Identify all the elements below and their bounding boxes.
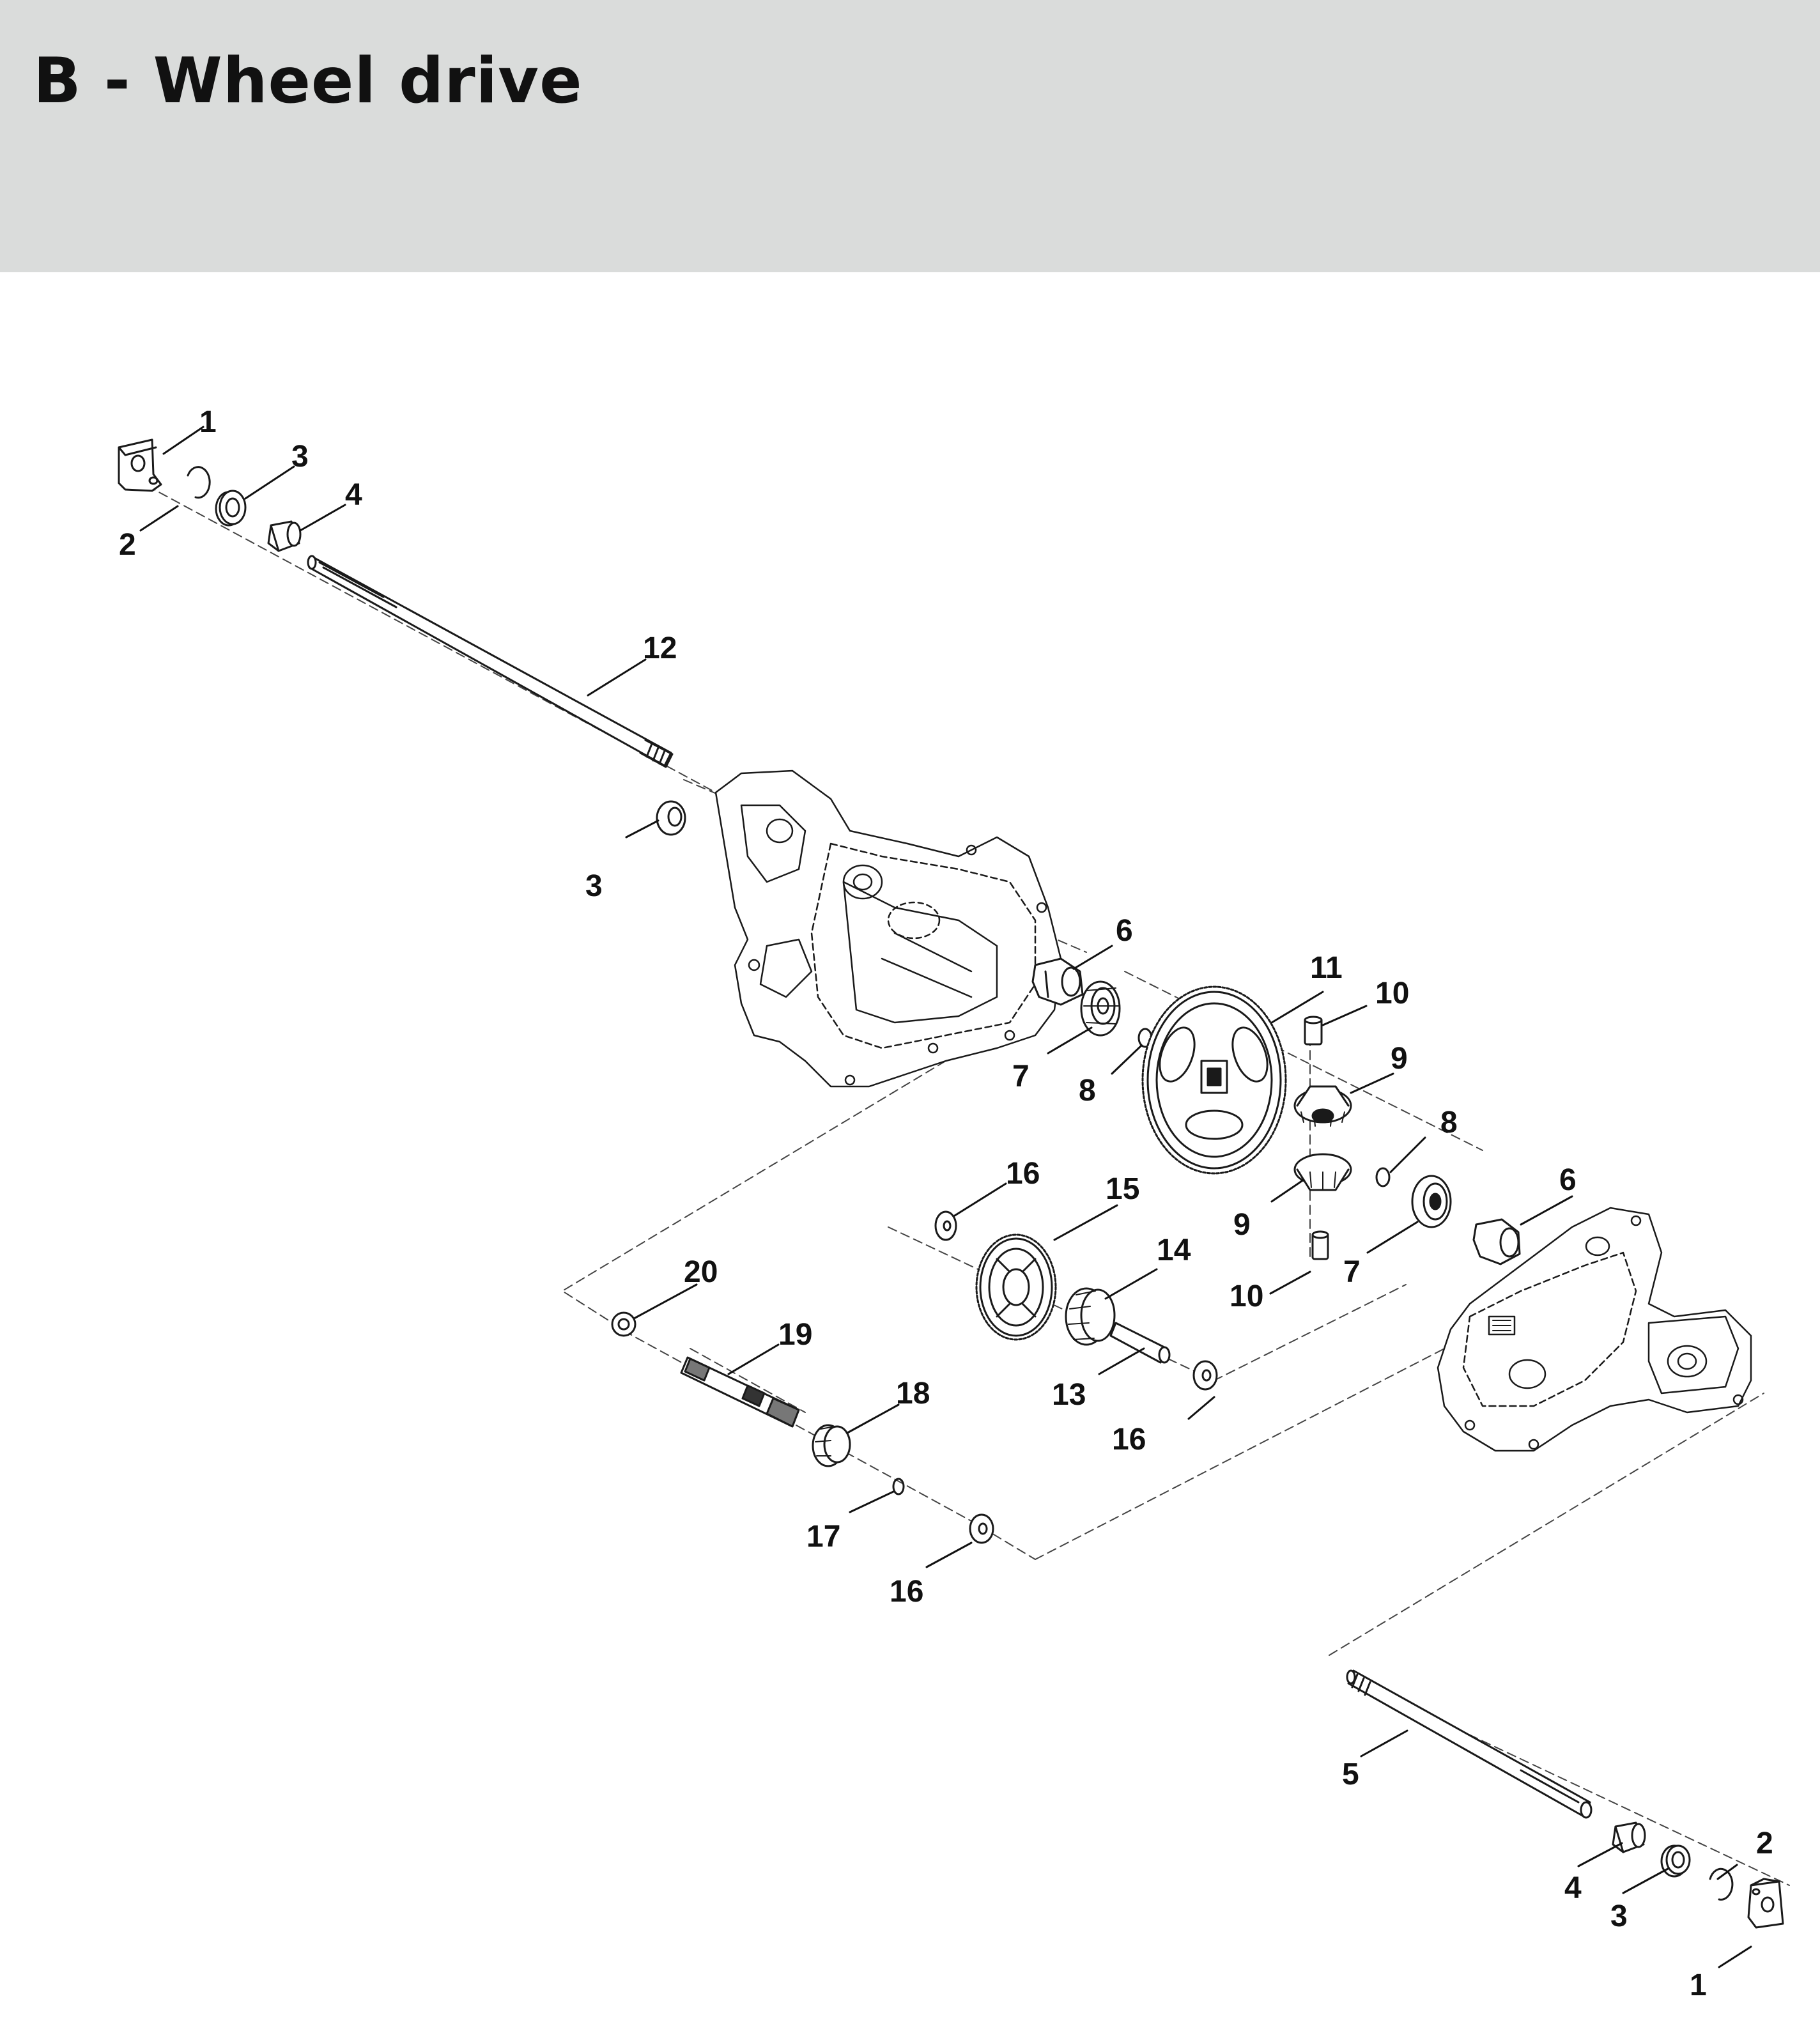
- callout-15: 15: [1106, 1172, 1139, 1206]
- part-16-washer-b: [1192, 1360, 1218, 1391]
- callout-8-lower: 8: [1440, 1106, 1458, 1140]
- part-9-spider-gear-upper: [1293, 1085, 1352, 1127]
- callout-16-c: 16: [890, 1575, 923, 1609]
- part-3-seal-bottom: [1660, 1844, 1691, 1878]
- part-10-pin-lower: [1311, 1230, 1329, 1260]
- part-9-spider-gear-lower: [1293, 1153, 1352, 1191]
- part-6-coupler-upper: [1031, 957, 1084, 1006]
- callout-1-bottom: 1: [1690, 1968, 1707, 2002]
- page-header: B - Wheel drive: [0, 0, 1820, 272]
- callout-1-top: 1: [199, 405, 217, 439]
- callout-6-upper: 6: [1116, 914, 1133, 948]
- callout-20: 20: [684, 1255, 718, 1289]
- part-4-bushing-bottom: [1612, 1821, 1646, 1853]
- callout-4-bottom: 4: [1564, 1871, 1582, 1905]
- part-6-coupler-lower: [1472, 1218, 1521, 1265]
- part-1-bracket-bottom: [1747, 1878, 1784, 1929]
- callout-6-lower: 6: [1559, 1163, 1577, 1197]
- housing-right: [1437, 1207, 1752, 1452]
- callout-16-b: 16: [1112, 1423, 1146, 1457]
- callout-7-lower: 7: [1343, 1255, 1361, 1289]
- callout-10-upper: 10: [1375, 977, 1409, 1010]
- callout-4-top: 4: [345, 478, 362, 512]
- page-title: B - Wheel drive: [33, 45, 583, 118]
- part-3-seal-middle: [656, 800, 686, 836]
- callout-10-lower: 10: [1230, 1279, 1263, 1313]
- part-1-bracket-top: [118, 438, 162, 492]
- part-2-circlip-top: [187, 466, 211, 499]
- callout-9-upper: 9: [1391, 1042, 1408, 1076]
- callout-14: 14: [1157, 1233, 1191, 1267]
- part-11-ring-gear: [1141, 985, 1287, 1175]
- part-13-shaft: [1109, 1322, 1171, 1364]
- callout-11: 11: [1310, 951, 1343, 985]
- callout-18: 18: [896, 1377, 930, 1410]
- part-4-bushing-top: [267, 520, 302, 552]
- leader-lines: [139, 426, 1752, 1968]
- part-10-pin-upper: [1304, 1016, 1323, 1046]
- callout-13: 13: [1052, 1378, 1086, 1412]
- callout-labels: 1 2 3 4 12 3 6 7 8 11 10 9 8 9 6 10 7 16…: [119, 405, 1773, 2002]
- part-5-axle-lower: [1346, 1669, 1592, 1819]
- callout-2-bottom: 2: [1756, 1827, 1773, 1860]
- part-14-pinion-gear: [1065, 1287, 1116, 1346]
- part-2-circlip-bottom: [1709, 1867, 1734, 1901]
- part-20-washer: [611, 1311, 636, 1337]
- callout-8-upper: 8: [1079, 1074, 1096, 1108]
- callout-7-upper: 7: [1012, 1060, 1030, 1093]
- callout-3-middle: 3: [585, 869, 603, 903]
- callout-17: 17: [806, 1520, 840, 1554]
- part-8-ring-lower: [1375, 1167, 1391, 1187]
- assembly-centerlines: [146, 485, 1790, 1886]
- callout-5: 5: [1342, 1758, 1359, 1791]
- part-7-bevel-gear-lower: [1411, 1175, 1452, 1228]
- callout-3-bottom: 3: [1610, 1899, 1628, 1933]
- housing-left: [714, 769, 1062, 1088]
- part-3-seal-top: [215, 490, 247, 527]
- part-19-input-shaft: [680, 1356, 800, 1428]
- part-16-washer-c: [969, 1513, 994, 1544]
- callout-19: 19: [778, 1318, 812, 1352]
- callout-16-a: 16: [1006, 1157, 1040, 1191]
- part-17-ring: [892, 1478, 905, 1495]
- part-15-idler-gear: [975, 1233, 1057, 1341]
- callout-9-lower: 9: [1233, 1208, 1251, 1242]
- callout-12: 12: [643, 631, 677, 665]
- part-16-washer-a: [934, 1210, 957, 1241]
- part-12-axle-top: [307, 555, 674, 768]
- callout-2-top: 2: [119, 528, 136, 562]
- callout-3-top: 3: [291, 440, 309, 474]
- part-7-bevel-gear-upper: [1080, 980, 1121, 1037]
- part-18-small-gear: [812, 1424, 851, 1467]
